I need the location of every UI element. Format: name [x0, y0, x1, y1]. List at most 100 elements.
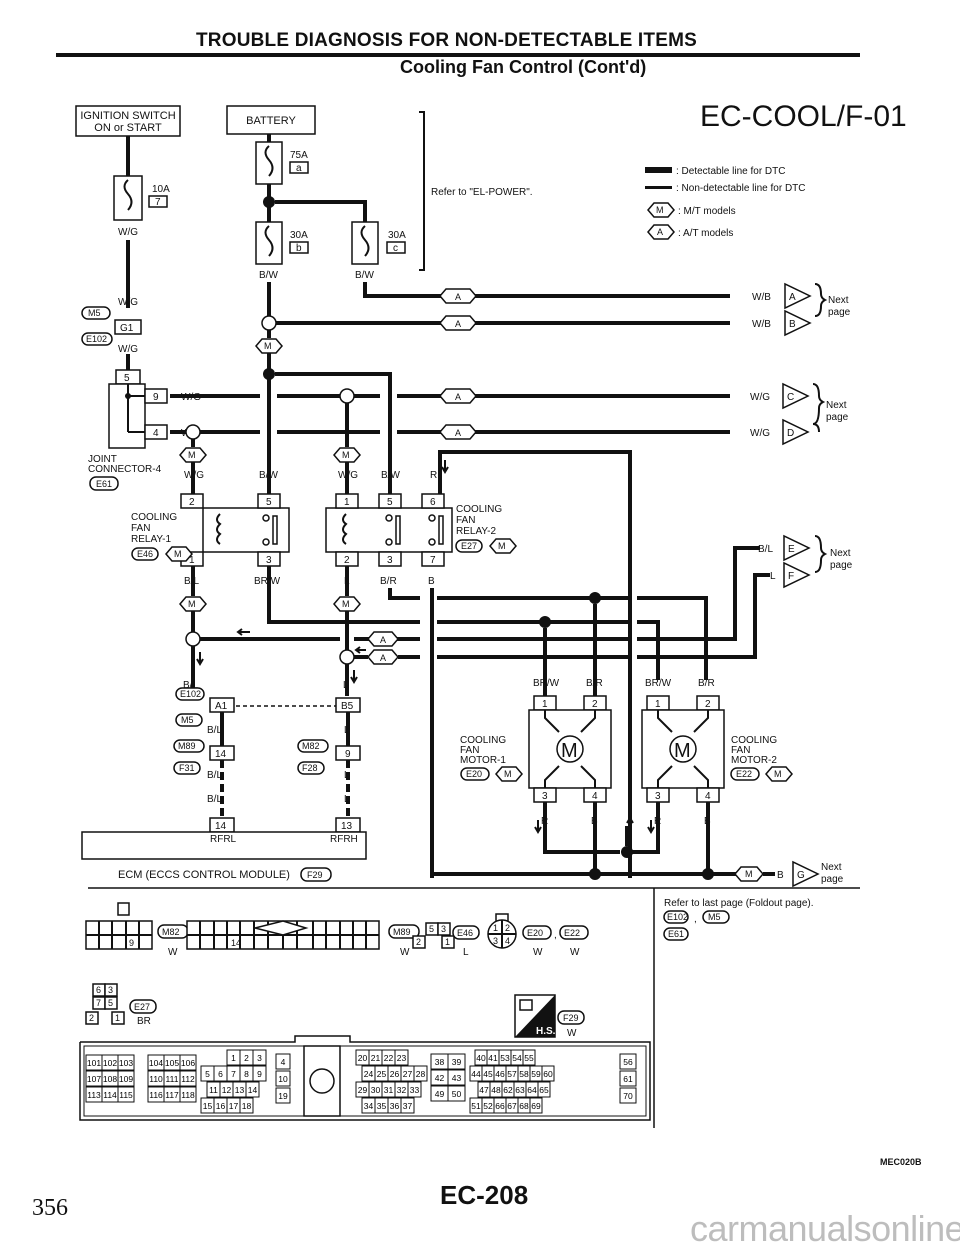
at-tag-label: A	[380, 653, 386, 663]
at-tag-icon	[647, 224, 675, 240]
ecm-terminal-number: 12	[222, 1085, 232, 1095]
joint-connector-label-1: JOINT	[88, 454, 117, 465]
pin-label: 7	[96, 998, 101, 1008]
arrow-down-icon	[350, 670, 358, 684]
bracket	[814, 283, 828, 317]
wire-label: B/W	[381, 470, 400, 481]
pin-label: 5	[266, 497, 272, 508]
pin-label: A1	[215, 701, 228, 712]
splice-point	[702, 868, 714, 880]
ecm-terminal-number: 46	[495, 1069, 505, 1079]
ecm-terminal-cell	[275, 1087, 291, 1104]
relay1-label-1: COOLING	[131, 512, 177, 523]
legend-label-at: : A/T models	[678, 228, 733, 239]
pin-label: 9	[129, 938, 134, 948]
connector-tag-e27: E27	[461, 541, 477, 551]
battery-label: BATTERY	[246, 115, 296, 127]
next-page-arrow-a[interactable]: A	[784, 282, 812, 310]
next-page-arrow-e[interactable]: E	[783, 534, 811, 562]
page-subtitle: Cooling Fan Control (Cont'd)	[400, 57, 647, 77]
motor2-label-1: COOLING	[731, 735, 777, 746]
ecm-terminal-number: 31	[384, 1085, 394, 1095]
connector-name: E20	[527, 928, 543, 938]
ecm-terminal-number: 59	[531, 1069, 541, 1079]
ecm-terminal-rfrl: RFRL	[210, 834, 237, 845]
motor2-label-3: MOTOR-2	[731, 755, 777, 766]
watermark: carmanualsonline.info	[690, 1208, 960, 1249]
next-page-arrow-f[interactable]: F	[783, 561, 811, 589]
wire-label: BR/W	[645, 678, 672, 689]
pin-label: 2	[505, 923, 510, 933]
pin-label: 14	[231, 938, 241, 948]
next-page-arrow-c[interactable]: C	[782, 382, 810, 410]
arrow-label: G	[797, 870, 805, 881]
fuse-icon	[264, 225, 274, 257]
ecm-terminal-number: 28	[416, 1069, 426, 1079]
diagram-code: EC-COOL/F-01	[700, 100, 907, 133]
legend: : Detectable line for DTC : Non-detectab…	[645, 166, 806, 240]
wire-label: W/G	[118, 344, 138, 355]
ecm-terminal-cell	[252, 1049, 267, 1066]
ecm-terminal-number: 51	[471, 1101, 481, 1111]
connector-tag-f29: F29	[307, 870, 323, 880]
wire-label: W/G	[118, 227, 138, 238]
fuse-amp-label: 30A	[388, 230, 406, 241]
connector-name: E46	[457, 928, 473, 938]
ecm-terminal-cell	[619, 1070, 637, 1087]
connector-name: M89	[393, 927, 411, 937]
ecm-terminal-number: 24	[364, 1069, 374, 1079]
arrow-label: E	[788, 544, 795, 555]
ecm-terminal-number: 19	[278, 1091, 288, 1101]
legend-thick-line	[645, 167, 672, 173]
separator-comma: ,	[554, 930, 557, 941]
ecm-terminal-number: 116	[149, 1090, 163, 1100]
connector-tag-e46: E46	[137, 549, 153, 559]
wire-label: R	[430, 470, 437, 481]
mt-tag-icon	[495, 766, 523, 782]
next-page-arrow-b[interactable]: B	[784, 309, 812, 337]
mt-tag-label: M	[745, 869, 753, 879]
foldout-ref-m5: M5	[708, 912, 721, 922]
bracket	[814, 535, 828, 573]
pin-label: 6	[430, 497, 436, 508]
mt-tag-label: M	[504, 769, 512, 779]
connector-view-m82: 9 M82 W	[85, 902, 189, 958]
pin-label: 9	[345, 749, 351, 760]
mt-tag-icon	[179, 596, 207, 612]
ecm-terminal-cell	[117, 1070, 135, 1087]
ecm-terminal-cell	[407, 1081, 422, 1098]
foldout-ref-e61: E61	[668, 929, 684, 939]
motor1-label-2: FAN	[460, 745, 479, 756]
arrow-label: F	[788, 571, 794, 582]
arrow-label: A	[789, 292, 796, 303]
ecm-terminal-cell	[447, 1053, 466, 1070]
connector-tag-f28: F28	[302, 763, 318, 773]
ecm-mount-icon	[309, 1068, 335, 1094]
legend-label-mt: : M/T models	[678, 206, 736, 217]
ecm-terminal-number: 37	[403, 1101, 413, 1111]
next-page-arrow-d[interactable]: D	[782, 418, 810, 446]
ecm-terminal-number: 62	[503, 1085, 513, 1095]
pin-label: 3	[542, 791, 548, 802]
arrow-left-icon	[236, 628, 250, 636]
ecm-terminal-cell	[529, 1097, 543, 1114]
refer-el-power-note: Refer to "EL-POWER".	[431, 187, 533, 198]
ecm-terminal-cell	[179, 1054, 197, 1071]
foldout-note: Refer to last page (Foldout page).	[664, 898, 814, 909]
wire-label: BR/W	[533, 678, 560, 689]
mt-tag-label: M	[174, 549, 182, 559]
ecm-terminal-number: 113	[87, 1090, 101, 1100]
at-tag-icon	[439, 315, 477, 331]
ecm-terminal-number: 118	[181, 1090, 195, 1100]
next-page-arrow-g[interactable]: G	[792, 860, 820, 888]
optional-splice	[185, 424, 201, 440]
page-code: EC-208	[440, 1180, 529, 1210]
ecm-terminal-number: 57	[507, 1069, 517, 1079]
mt-tag-icon	[179, 447, 207, 463]
ecm-terminal-number: 55	[524, 1053, 534, 1063]
pin-label: 2	[416, 937, 421, 947]
figure-ref: MEC020B	[880, 1157, 922, 1167]
ignition-switch: IGNITION SWITCH ON or START	[75, 105, 181, 137]
